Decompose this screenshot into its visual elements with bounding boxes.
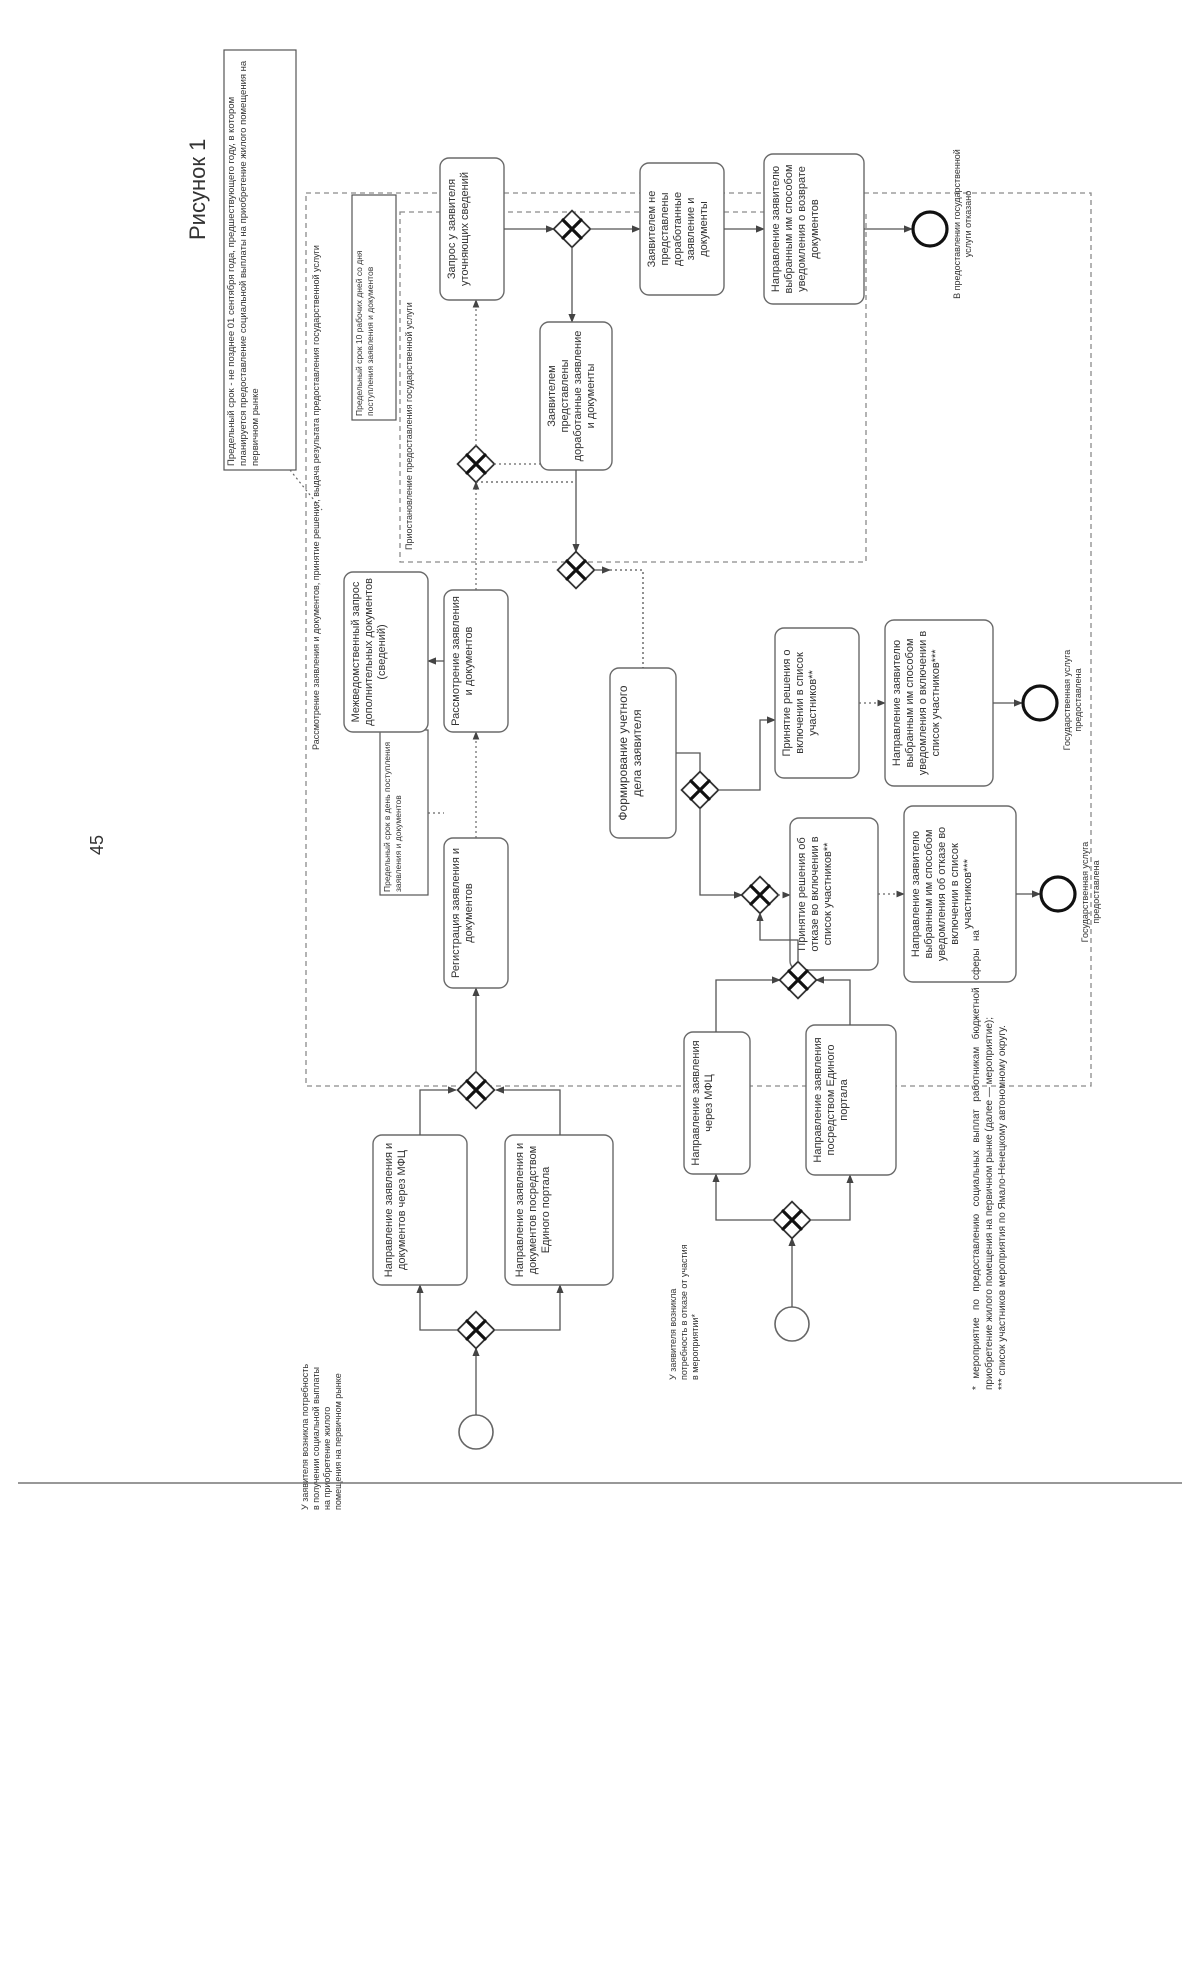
deadline-clarify-annotation xyxy=(351,194,397,421)
task-registration-label: Регистрация заявления и документов xyxy=(450,848,475,978)
deadline-top-annotation xyxy=(223,49,297,471)
footnote-2: *** список участников мероприятия по Яма… xyxy=(997,1025,1008,1390)
end-event-provided-include xyxy=(1021,684,1059,722)
task-send-portal xyxy=(504,1134,614,1286)
end-event-provided-refuse-label: Государственная услуга предоставлена xyxy=(1080,841,1101,943)
gateway-clarify xyxy=(552,209,592,249)
task-decision-refuse-label: Принятие решения об отказе во включении … xyxy=(796,836,834,952)
deadline-registration-text: Предельный срок в день поступления заявл… xyxy=(382,741,403,892)
task-interagency-label: Межведомственный запрос дополнительных д… xyxy=(350,578,388,726)
inner-boundary-label: Приостановление предоставления государст… xyxy=(404,302,414,550)
gateway-merge-refuse xyxy=(740,875,780,915)
end-event-refused-label: В предоставлении государственной услуги … xyxy=(952,149,973,299)
suspension-boundary xyxy=(399,211,867,563)
gateway-review xyxy=(456,444,496,484)
start-event-refusal xyxy=(774,1306,810,1342)
gateway-merge-review xyxy=(556,550,596,590)
end-event-provided-include-label: Государственная услуга предоставлена xyxy=(1062,649,1083,751)
start-event-payment-label: У заявителя возникла потребность в получ… xyxy=(300,1363,343,1510)
gateway-decision xyxy=(680,770,720,810)
start-event-payment xyxy=(458,1414,494,1450)
gateway-split-1 xyxy=(456,1310,496,1350)
gateway-merge-1 xyxy=(456,1070,496,1110)
footnote-1: * мероприятие по предоставлению социальн… xyxy=(971,930,995,1390)
task-send-portal-label: Направление заявления и документов посре… xyxy=(514,1142,552,1278)
task-submitted-revised-label: Заявителем представлены доработанные зая… xyxy=(546,330,597,462)
figure-caption: Рисунок 1 xyxy=(185,139,210,240)
task-refusal-portal-label: Направление заявления посредством Единог… xyxy=(812,1037,850,1163)
task-notify-include-label: Направление заявителю выбранным им спосо… xyxy=(891,630,942,776)
task-notify-refuse-label: Направление заявителю выбранным им спосо… xyxy=(910,826,974,962)
deadline-clarify-text: Предельный срок 10 рабочих дней со дня п… xyxy=(354,250,375,416)
task-refusal-mfc-label: Направление заявления через МФЦ xyxy=(690,1040,715,1166)
task-decision-include-label: Принятие решения о включении в список уч… xyxy=(781,649,819,757)
task-refusal-mfc xyxy=(683,1031,751,1175)
task-interagency xyxy=(343,571,429,733)
task-clarify-request-label: Запрос у заявителя уточняющих сведений xyxy=(446,171,471,287)
task-review-label: Рассмотрение заявления и документов xyxy=(450,596,475,726)
end-event-refused xyxy=(911,210,949,248)
task-notify-return-label: Направление заявителю выбранным им спосо… xyxy=(770,164,821,294)
diagram-landscape: Предельный срок - не позднее 01 сентября… xyxy=(223,49,1101,1510)
page-number: 45 xyxy=(87,835,107,855)
start-event-refusal-label: У заявителя возникла потребность в отказ… xyxy=(668,1244,700,1380)
gateway-split-2 xyxy=(772,1200,812,1240)
outer-boundary-label: Рассмотрение заявления и документов, при… xyxy=(311,245,321,750)
task-send-mfc-label: Направление заявления и документов через… xyxy=(383,1142,408,1278)
task-refusal-portal xyxy=(805,1024,897,1176)
gateway-merge-2 xyxy=(778,960,818,1000)
deadline-top-text: Предельный срок - не позднее 01 сентября… xyxy=(226,60,261,466)
task-account-file-label: Формирование учетного дела заявителя xyxy=(616,685,644,821)
task-not-submitted-label: Заявителем не представлены доработанные … xyxy=(646,190,710,268)
end-event-provided-refuse xyxy=(1039,875,1077,913)
